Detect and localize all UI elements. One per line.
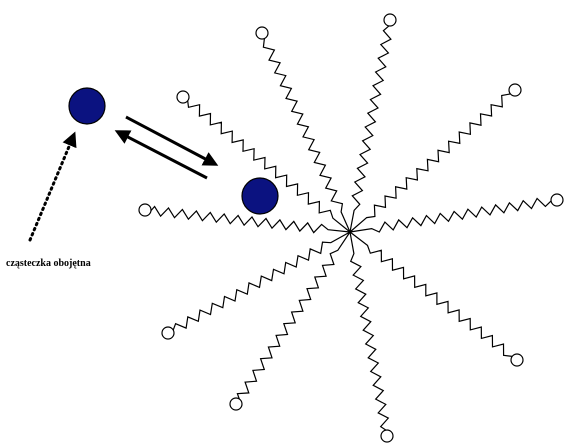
surfactant-tail xyxy=(150,205,351,234)
dotted-pointer-arrow xyxy=(28,131,77,242)
surfactant-tail xyxy=(236,231,351,400)
surfactant-tail xyxy=(349,197,552,233)
surfactant-head xyxy=(176,90,190,104)
surfactant-head xyxy=(229,397,243,411)
surfactant-head xyxy=(508,83,522,97)
surfactant-head xyxy=(255,26,269,40)
surfactant-head xyxy=(550,193,564,207)
surfactant-tail xyxy=(262,38,351,233)
arrow-into-micelle xyxy=(125,115,219,166)
surfactant-head xyxy=(510,353,524,367)
free-neutral-molecule xyxy=(68,87,106,125)
surfactant-tail xyxy=(349,231,513,357)
arrow-out-of-micelle xyxy=(114,130,208,180)
surfactant-head xyxy=(138,203,152,217)
surfactant-tail xyxy=(349,93,511,233)
surfactant-head xyxy=(383,13,397,27)
surfactant-tail xyxy=(187,100,351,233)
solubilized-neutral-molecule xyxy=(241,177,279,215)
micelle-surfactant-chains xyxy=(138,13,564,443)
surfactant-tail xyxy=(349,231,390,431)
neutral-molecule-label: cząsteczka obojętna xyxy=(6,258,91,269)
surfactant-head xyxy=(161,326,175,340)
surfactant-tail xyxy=(172,231,351,331)
surfactant-tail xyxy=(349,25,392,233)
equilibrium-arrows xyxy=(114,115,219,180)
surfactant-head xyxy=(380,429,394,443)
